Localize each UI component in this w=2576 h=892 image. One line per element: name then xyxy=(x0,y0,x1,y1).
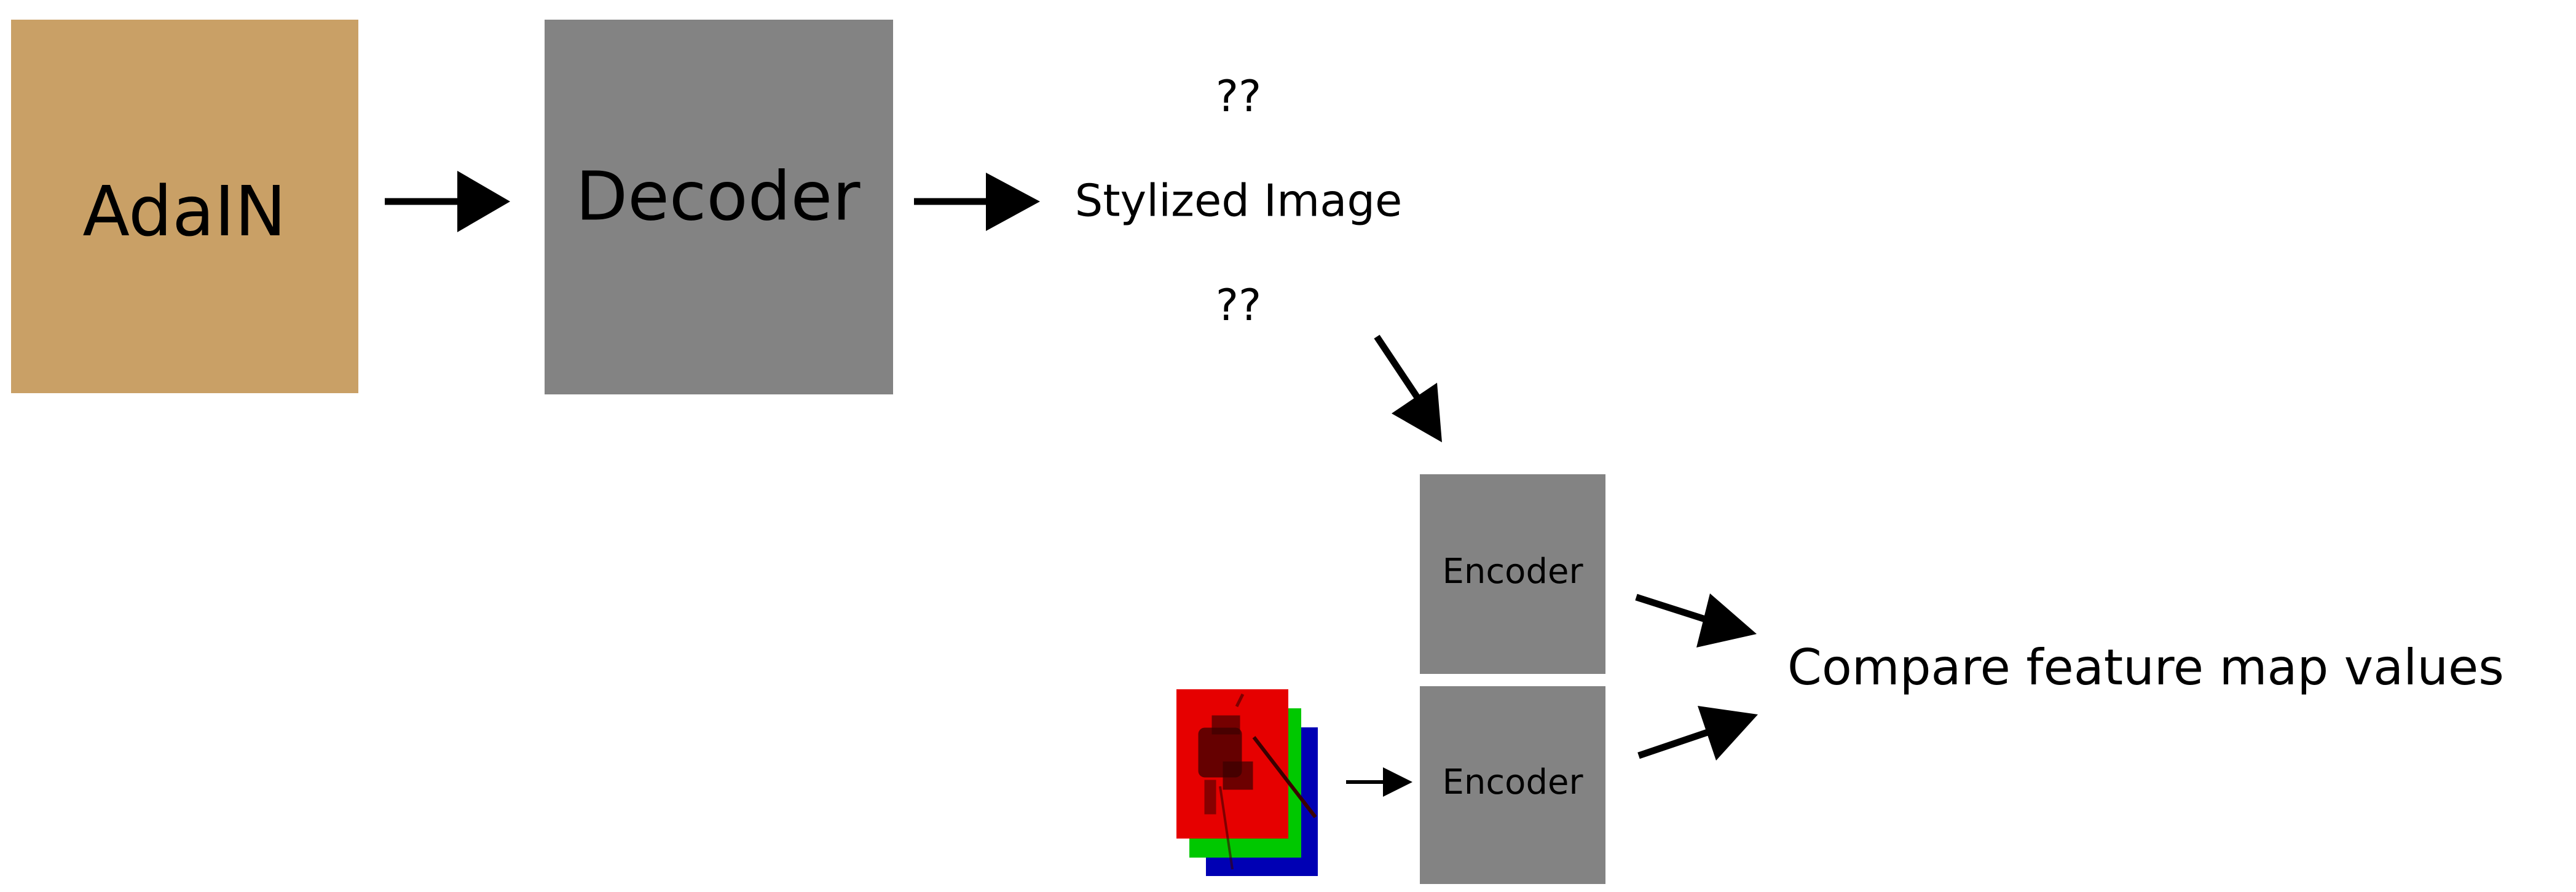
adain-label: AdaIN xyxy=(82,172,286,252)
input-image-stack xyxy=(1176,689,1318,876)
adain-node: AdaIN xyxy=(11,20,358,393)
arrow-encoder-bottom-to-compare xyxy=(1637,706,1758,761)
arrow-right-icon xyxy=(1698,706,1758,761)
arrow-right-icon xyxy=(1696,593,1757,647)
compare-feature-map-label: Compare feature map values xyxy=(1787,639,2504,696)
encoder-bottom-box xyxy=(1420,686,1605,884)
arrow-encoder-top-to-compare xyxy=(1635,593,1757,647)
decoder-label: Decoder xyxy=(576,157,861,235)
encoder-top-box xyxy=(1420,474,1605,674)
stylized-image-label: Stylized Image xyxy=(1075,175,1403,227)
encoder-bottom-label: Encoder xyxy=(1443,762,1584,802)
arrow-adain-to-decoder xyxy=(385,171,510,232)
encoder-top-node: Encoder xyxy=(1420,474,1605,674)
encoder-top-label: Encoder xyxy=(1443,552,1584,592)
arrow-decoder-to-stylized xyxy=(914,173,1040,231)
arrow-right-icon xyxy=(457,171,510,232)
arrow-down-right-icon xyxy=(1392,383,1442,442)
arrow-stylized-to-encoder xyxy=(1374,334,1442,442)
arrow-image-to-encoder xyxy=(1346,767,1412,797)
encoder-bottom-node: Encoder xyxy=(1420,686,1605,884)
arrow-right-icon xyxy=(1383,767,1412,797)
decoder-box xyxy=(545,20,893,394)
stylized-placeholder-above: ?? xyxy=(1216,71,1261,122)
stylized-placeholder-below: ?? xyxy=(1216,280,1261,331)
image-content-silhouette xyxy=(1198,693,1317,870)
decoder-node: Decoder xyxy=(545,20,893,394)
arrow-right-icon xyxy=(986,173,1040,231)
adain-box xyxy=(11,20,358,393)
stylized-image-node: ?? Stylized Image ?? xyxy=(1075,71,1403,331)
